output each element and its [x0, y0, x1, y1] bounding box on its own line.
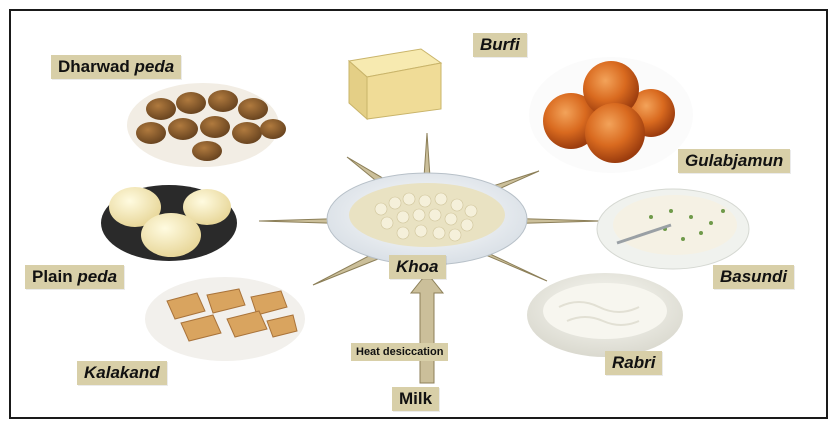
heat-desiccation-label: Heat desiccation	[351, 343, 448, 361]
milk-to-khoa-arrow	[411, 273, 443, 383]
basundi-image	[597, 189, 749, 269]
gulabjamun-label: Gulabjamun	[678, 149, 790, 173]
rabri-label: Rabri	[605, 351, 662, 375]
khoa-image	[327, 173, 527, 265]
plain-peda-label: Plain peda	[25, 265, 124, 289]
gulabjamun-image	[529, 57, 693, 173]
dharwad-peda-label: Dharwad peda	[51, 55, 181, 79]
milk-label: Milk	[392, 387, 439, 411]
burfi-image	[349, 49, 441, 119]
kalakand-image	[145, 277, 305, 361]
burfi-label: Burfi	[473, 33, 527, 57]
rabri-image	[527, 273, 683, 357]
dharwad-peda-image	[127, 83, 286, 167]
basundi-label: Basundi	[713, 265, 794, 289]
khoa-label: Khoa	[389, 255, 446, 279]
kalakand-label: Kalakand	[77, 361, 167, 385]
diagram-frame: Dharwad peda Burfi Gulabjamun Basundi Ra…	[9, 9, 828, 419]
plain-peda-image	[101, 185, 237, 261]
